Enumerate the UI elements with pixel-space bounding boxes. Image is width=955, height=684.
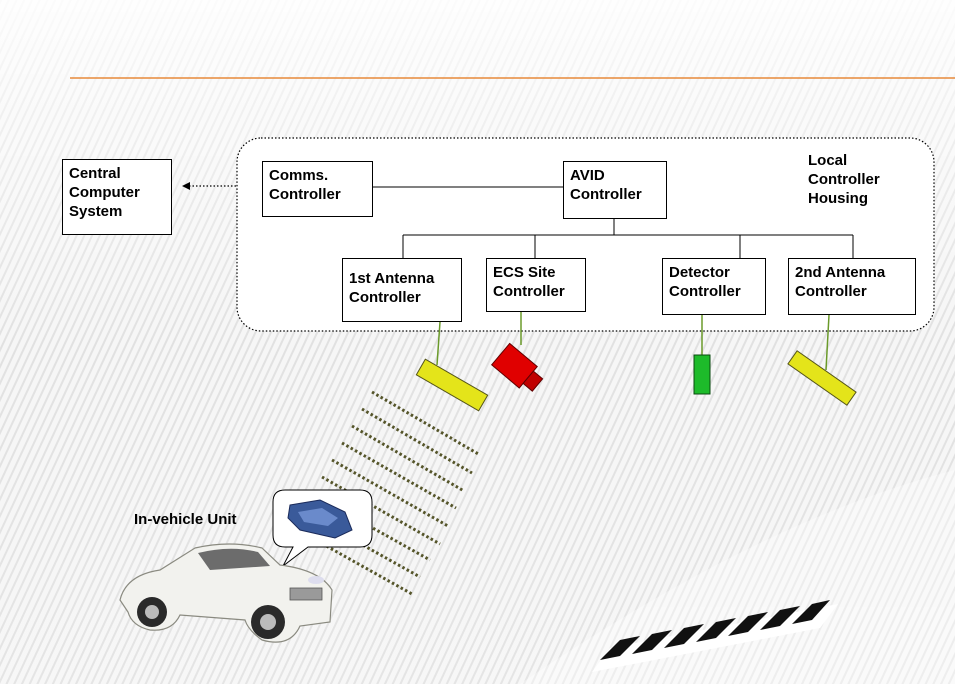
ecs-camera-device xyxy=(490,342,544,392)
detector-device xyxy=(693,354,711,395)
antenna2-controller-box: 2nd Antenna Controller xyxy=(788,258,916,315)
housing-label: Local Controller Housing xyxy=(808,152,880,207)
antenna2-cable xyxy=(825,314,830,371)
central-computer-system-box: Central Computer System xyxy=(62,159,172,235)
uplink-arrowhead xyxy=(182,182,190,190)
antenna1-controller-box: 1st Antenna Controller xyxy=(342,258,462,322)
detector-controller-box: Detector Controller xyxy=(662,258,766,315)
in-vehicle-unit-label: In-vehicle Unit xyxy=(134,511,237,528)
ecs-site-controller-box: ECS Site Controller xyxy=(486,258,586,312)
in-vehicle-unit-icon xyxy=(287,499,353,539)
car-image xyxy=(119,543,333,643)
road-markings xyxy=(592,600,838,672)
antenna1-cable xyxy=(436,321,441,366)
avid-controller-box: AVID Controller xyxy=(563,161,667,219)
antenna2-device xyxy=(787,350,857,406)
antenna1-device xyxy=(415,358,489,412)
comms-controller-box: Comms. Controller xyxy=(262,161,373,217)
radio-signal xyxy=(295,390,481,596)
